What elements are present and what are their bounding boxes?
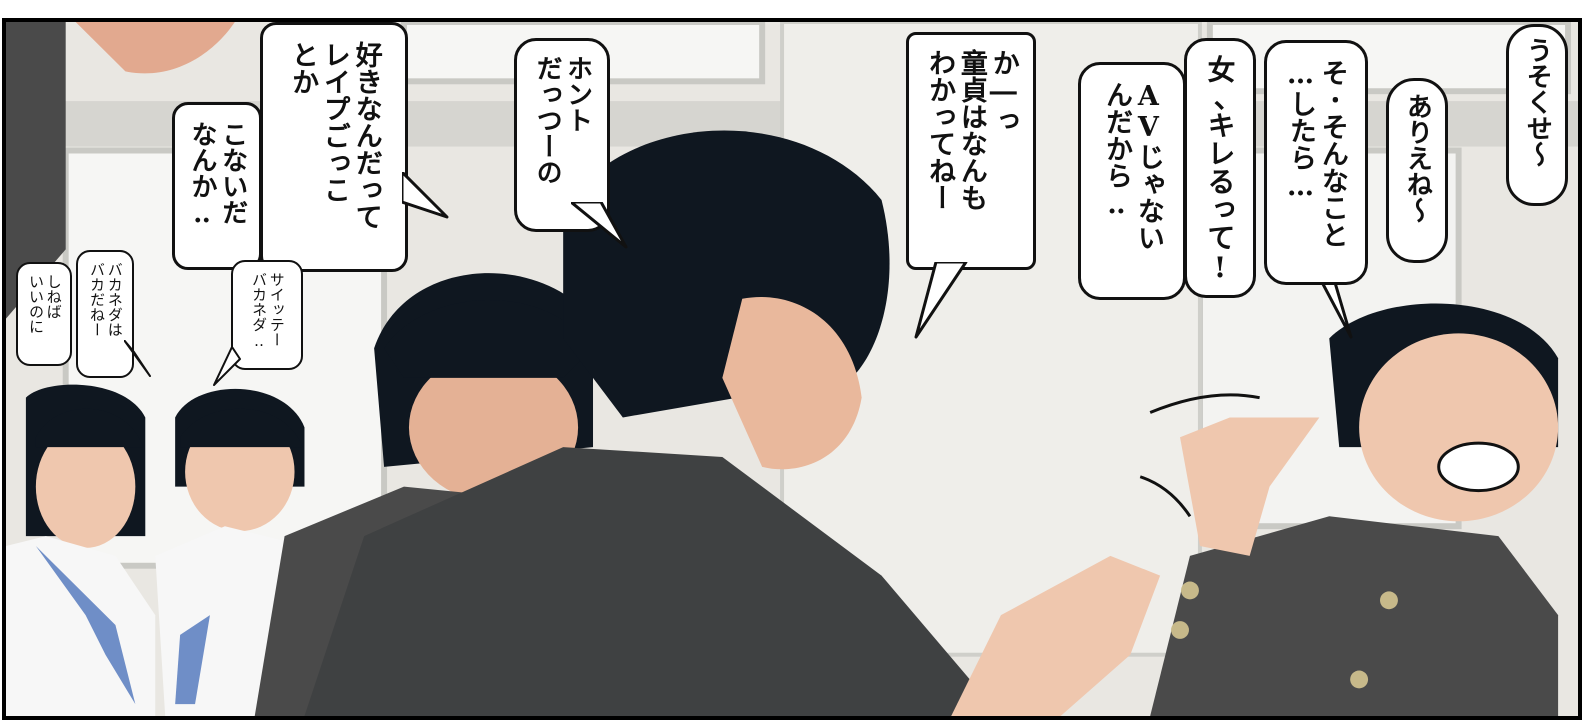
- speech-bubble-usokuse: うそくせ〜: [1506, 24, 1568, 206]
- speech-bubble-saitee: サイッテー バカネダ‥: [231, 260, 303, 370]
- bubble-text: か―っ 童貞はなんも わかってねー: [924, 49, 1019, 211]
- bubble-tail: [571, 202, 628, 249]
- speech-bubble-av-janai: AVじゃない んだから‥: [1078, 62, 1186, 300]
- speech-bubble-honto: ホント だっつーの: [514, 38, 610, 232]
- bubble-text: 好きなんだって レイプごっこ とか: [287, 41, 382, 230]
- bubble-text: そ･そんなこと …したら…: [1285, 59, 1348, 248]
- speech-bubble-sonna-koto: そ･そんなこと …したら…: [1264, 40, 1368, 285]
- bubble-text: しねば いいのに: [27, 274, 63, 334]
- bubble-tail: [914, 262, 968, 339]
- speech-bubble-arienee: ありえね〜: [1386, 78, 1448, 263]
- speech-bubble-shineba: しねば いいのに: [16, 262, 72, 366]
- speech-bubble-bakaneda-wa: バカネダは バカだねー: [76, 250, 134, 378]
- bubble-text: ありえね〜: [1402, 93, 1433, 223]
- bubble-tail: [213, 347, 241, 386]
- bubble-text: 女､キレるって!: [1203, 55, 1237, 284]
- bubble-text: ホント だっつーの: [532, 55, 593, 185]
- speech-bubble-doutei: か―っ 童貞はなんも わかってねー: [906, 32, 1036, 270]
- speech-bubble-suki-nan-datte: 好きなんだって レイプごっこ とか: [260, 22, 408, 272]
- bubble-text: バカネダは バカだねー: [88, 262, 124, 337]
- manga-panel: うそくせ〜 ありえね〜 そ･そんなこと …したら… 女､キレるって! AVじゃな…: [2, 18, 1582, 720]
- bubble-text: こないだ なんか‥: [187, 121, 248, 229]
- bubble-tail: [124, 340, 151, 377]
- speech-bubble-konaida: こないだ なんか‥: [172, 102, 262, 270]
- bubble-text: うそくせ〜: [1522, 37, 1553, 167]
- bubble-text: AVじゃない んだから‥: [1101, 81, 1164, 251]
- bubble-text: サイッテー バカネダ‥: [250, 272, 286, 350]
- speech-bubble-onna-kireru: 女､キレるって!: [1184, 38, 1256, 298]
- bubble-tail: [402, 172, 449, 219]
